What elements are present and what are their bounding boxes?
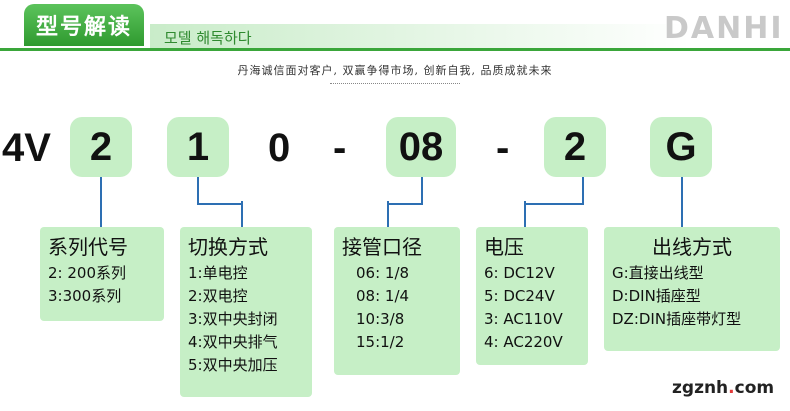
card-item: 1:单电控 [188, 264, 248, 282]
card-item: 3:双中央封闭 [188, 310, 278, 328]
header-bar: 型号解读 모델 해독하다 DANHI [0, 0, 790, 52]
connector-switch-drop [241, 201, 243, 227]
page-subtitle: 모델 해독하다 [150, 24, 690, 50]
header-divider [0, 48, 790, 51]
card-series: 系列代号 2: 200系列 3:300系列 [40, 227, 164, 321]
card-item: 3:300系列 [48, 287, 122, 305]
card-title: 系列代号 [48, 235, 128, 259]
watermark-dot: . [728, 378, 735, 398]
connector-series [100, 177, 102, 227]
card-item: DZ:DIN插座带灯型 [612, 310, 742, 328]
model-prefix: 4V [2, 126, 51, 170]
brand-logo: DANHI [664, 10, 784, 46]
card-item: D:DIN插座型 [612, 287, 701, 305]
code-segment-series: 2 [70, 117, 132, 177]
card-voltage: 电压 6: DC12V 5: DC24V 3: AC110V 4: AC220V [476, 227, 588, 365]
dotted-divider [330, 83, 460, 84]
card-item: 5: DC24V [484, 287, 555, 305]
page-title: 型号解读 [24, 4, 144, 46]
card-item: 4: AC220V [484, 333, 563, 351]
code-dash: - [333, 126, 347, 170]
card-title: 切换方式 [188, 235, 268, 259]
watermark: zgznh.com [672, 378, 774, 398]
code-segment-port: 08 [386, 117, 456, 177]
connector-voltage [524, 177, 584, 205]
watermark-text: zgznh [672, 378, 729, 398]
card-port-size: 接管口径 06: 1/8 08: 1/4 10:3/8 15:1/2 [334, 227, 460, 375]
code-segment-wiring: G [650, 117, 712, 177]
card-item: 3: AC110V [484, 310, 563, 328]
code-segment-switch: 1 [167, 117, 229, 177]
card-item: 15:1/2 [356, 333, 405, 351]
card-item: 4:双中央排气 [188, 333, 278, 351]
card-title: 电压 [484, 235, 524, 259]
card-item: 2:双电控 [188, 287, 248, 305]
card-title: 接管口径 [342, 235, 422, 259]
card-item: 5:双中央加压 [188, 356, 278, 374]
card-item: G:直接出线型 [612, 264, 704, 282]
connector-voltage-drop [524, 201, 526, 227]
connector-port-drop [387, 201, 389, 227]
card-item: 2: 200系列 [48, 264, 126, 282]
code-dash: - [496, 126, 510, 170]
code-segment-voltage: 2 [544, 117, 606, 177]
card-item: 06: 1/8 [356, 264, 410, 282]
card-switch-mode: 切换方式 1:单电控 2:双电控 3:双中央封闭 4:双中央排气 5:双中央加压 [180, 227, 312, 397]
card-wiring: 出线方式 G:直接出线型 D:DIN插座型 DZ:DIN插座带灯型 [604, 227, 780, 351]
watermark-suffix: com [734, 378, 775, 398]
card-item: 6: DC12V [484, 264, 555, 282]
connector-switch [197, 177, 243, 205]
card-item: 10:3/8 [356, 310, 405, 328]
card-item: 08: 1/4 [356, 287, 410, 305]
slogan: 丹海诚信面对客户, 双赢争得市场, 创新自我, 品质成就未来 [237, 64, 553, 77]
code-segment-zero: 0 [268, 126, 291, 170]
card-title: 出线方式 [652, 235, 732, 259]
connector-port [387, 177, 423, 205]
connector-wiring [681, 177, 683, 227]
